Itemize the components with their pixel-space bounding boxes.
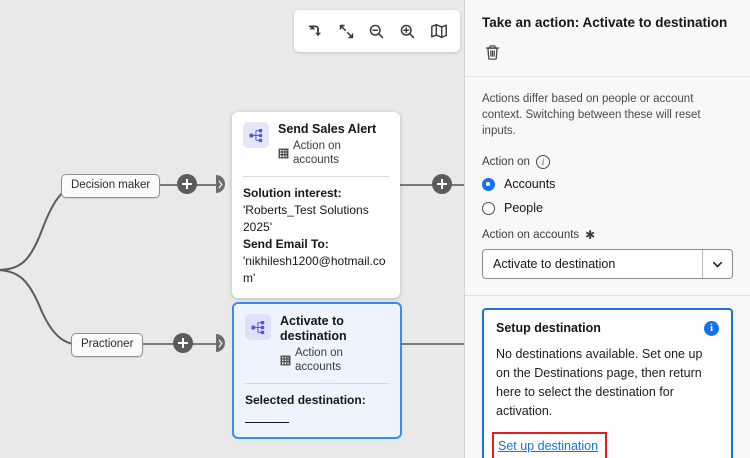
add-step-button-after-sales-alert[interactable] — [432, 174, 452, 194]
context-note: Actions differ based on people or accoun… — [482, 93, 701, 137]
page-title: Take an action: Activate to destination — [482, 15, 728, 30]
node-body: Solution interest: 'Roberts_Test Solutio… — [232, 177, 400, 298]
trash-icon[interactable] — [480, 40, 504, 64]
node-field-label-solution-interest: Solution interest: — [243, 186, 342, 200]
callout-section: Setup destination i No destinations avai… — [465, 296, 750, 458]
node-title: Activate to destination — [280, 314, 347, 343]
node-field-label-send-email-to: Send Email To: — [243, 237, 329, 251]
workflow-canvas[interactable]: Decision maker Practioner — [0, 0, 464, 458]
required-marker: ✱ — [585, 228, 596, 242]
workflow-node-activate-to-destination[interactable]: Activate to destination — [232, 302, 402, 439]
chevron-down-icon[interactable] — [702, 250, 732, 278]
add-step-button-top[interactable] — [177, 174, 197, 194]
callout-text: No destinations available. Set one up on… — [496, 347, 703, 418]
minimap-icon[interactable] — [426, 18, 452, 44]
node-header-text: Send Sales Alert — [278, 122, 389, 167]
zoom-out-icon[interactable] — [364, 18, 390, 44]
node-field-value-send-email-to: 'nikhilesh1200@hotmail.com' — [243, 254, 386, 285]
node-header-text: Activate to destination — [280, 314, 389, 374]
branch-pill-practioner[interactable]: Practioner — [71, 333, 144, 357]
set-up-destination-link[interactable]: Set up destination — [498, 439, 599, 453]
action-details-panel: Take an action: Activate to destination … — [464, 0, 750, 458]
node-header: Activate to destination — [234, 304, 400, 383]
node-title: Send Sales Alert — [278, 122, 377, 136]
callout-title: Setup destination — [496, 321, 601, 335]
radio-accounts-input[interactable] — [482, 177, 495, 191]
canvas-toolbar[interactable] — [294, 10, 460, 52]
info-filled-icon[interactable]: i — [704, 321, 719, 336]
expand-handle-top[interactable] — [216, 175, 225, 193]
reroute-arrow-icon[interactable] — [302, 18, 328, 44]
accounts-grid-icon — [280, 355, 291, 366]
fit-to-screen-icon[interactable] — [333, 18, 359, 44]
node-subtitle-row: Action on accounts — [278, 139, 389, 167]
branch-pill-decision-maker[interactable]: Decision maker — [61, 174, 161, 198]
node-divider — [243, 176, 389, 177]
action-on-accounts-select[interactable]: Activate to destination — [482, 249, 733, 279]
info-icon[interactable]: i — [535, 155, 550, 169]
workflow-node-icon — [243, 122, 269, 148]
radio-people-input[interactable] — [482, 201, 495, 215]
callout-header: Setup destination i — [496, 321, 719, 336]
radio-option-people[interactable]: People — [482, 201, 733, 215]
action-select-label: Action on accounts — [482, 229, 580, 241]
add-step-button-bottom[interactable] — [173, 333, 193, 353]
node-field-value-solution-interest: 'Roberts_Test Solutions 2025' — [243, 203, 369, 234]
node-divider — [245, 383, 389, 384]
node-header: Send Sales Alert — [232, 112, 400, 176]
node-subtitle: Action on accounts — [293, 140, 341, 166]
panel-header: Take an action: Activate to destination — [465, 0, 750, 77]
radio-people-label: People — [504, 201, 543, 215]
zoom-in-icon[interactable] — [395, 18, 421, 44]
action-select-label-row: Action on accounts ✱ — [482, 229, 733, 241]
expand-handle-bottom[interactable] — [216, 334, 225, 352]
accounts-grid-icon — [278, 148, 289, 159]
highlight-box: Set up destination — [492, 432, 608, 458]
workflow-node-send-sales-alert[interactable]: Send Sales Alert — [232, 112, 400, 298]
node-field-label-selected-destination: Selected destination: — [245, 393, 366, 407]
node-subtitle-row: Action on accounts — [280, 346, 389, 374]
action-on-accounts-select-value: Activate to destination — [493, 257, 616, 271]
panel-body: Actions differ based on people or accoun… — [465, 77, 750, 296]
action-on-label-row: Action on i — [482, 155, 733, 169]
workflow-node-icon — [245, 314, 271, 340]
action-on-label: Action on — [482, 156, 530, 168]
node-subtitle: Action on accounts — [295, 347, 343, 373]
radio-option-accounts[interactable]: Accounts — [482, 177, 733, 191]
setup-destination-callout: Setup destination i No destinations avai… — [482, 308, 733, 458]
node-field-value-selected-destination — [245, 422, 289, 423]
node-body: Selected destination: — [234, 384, 400, 437]
radio-accounts-label: Accounts — [504, 177, 556, 191]
